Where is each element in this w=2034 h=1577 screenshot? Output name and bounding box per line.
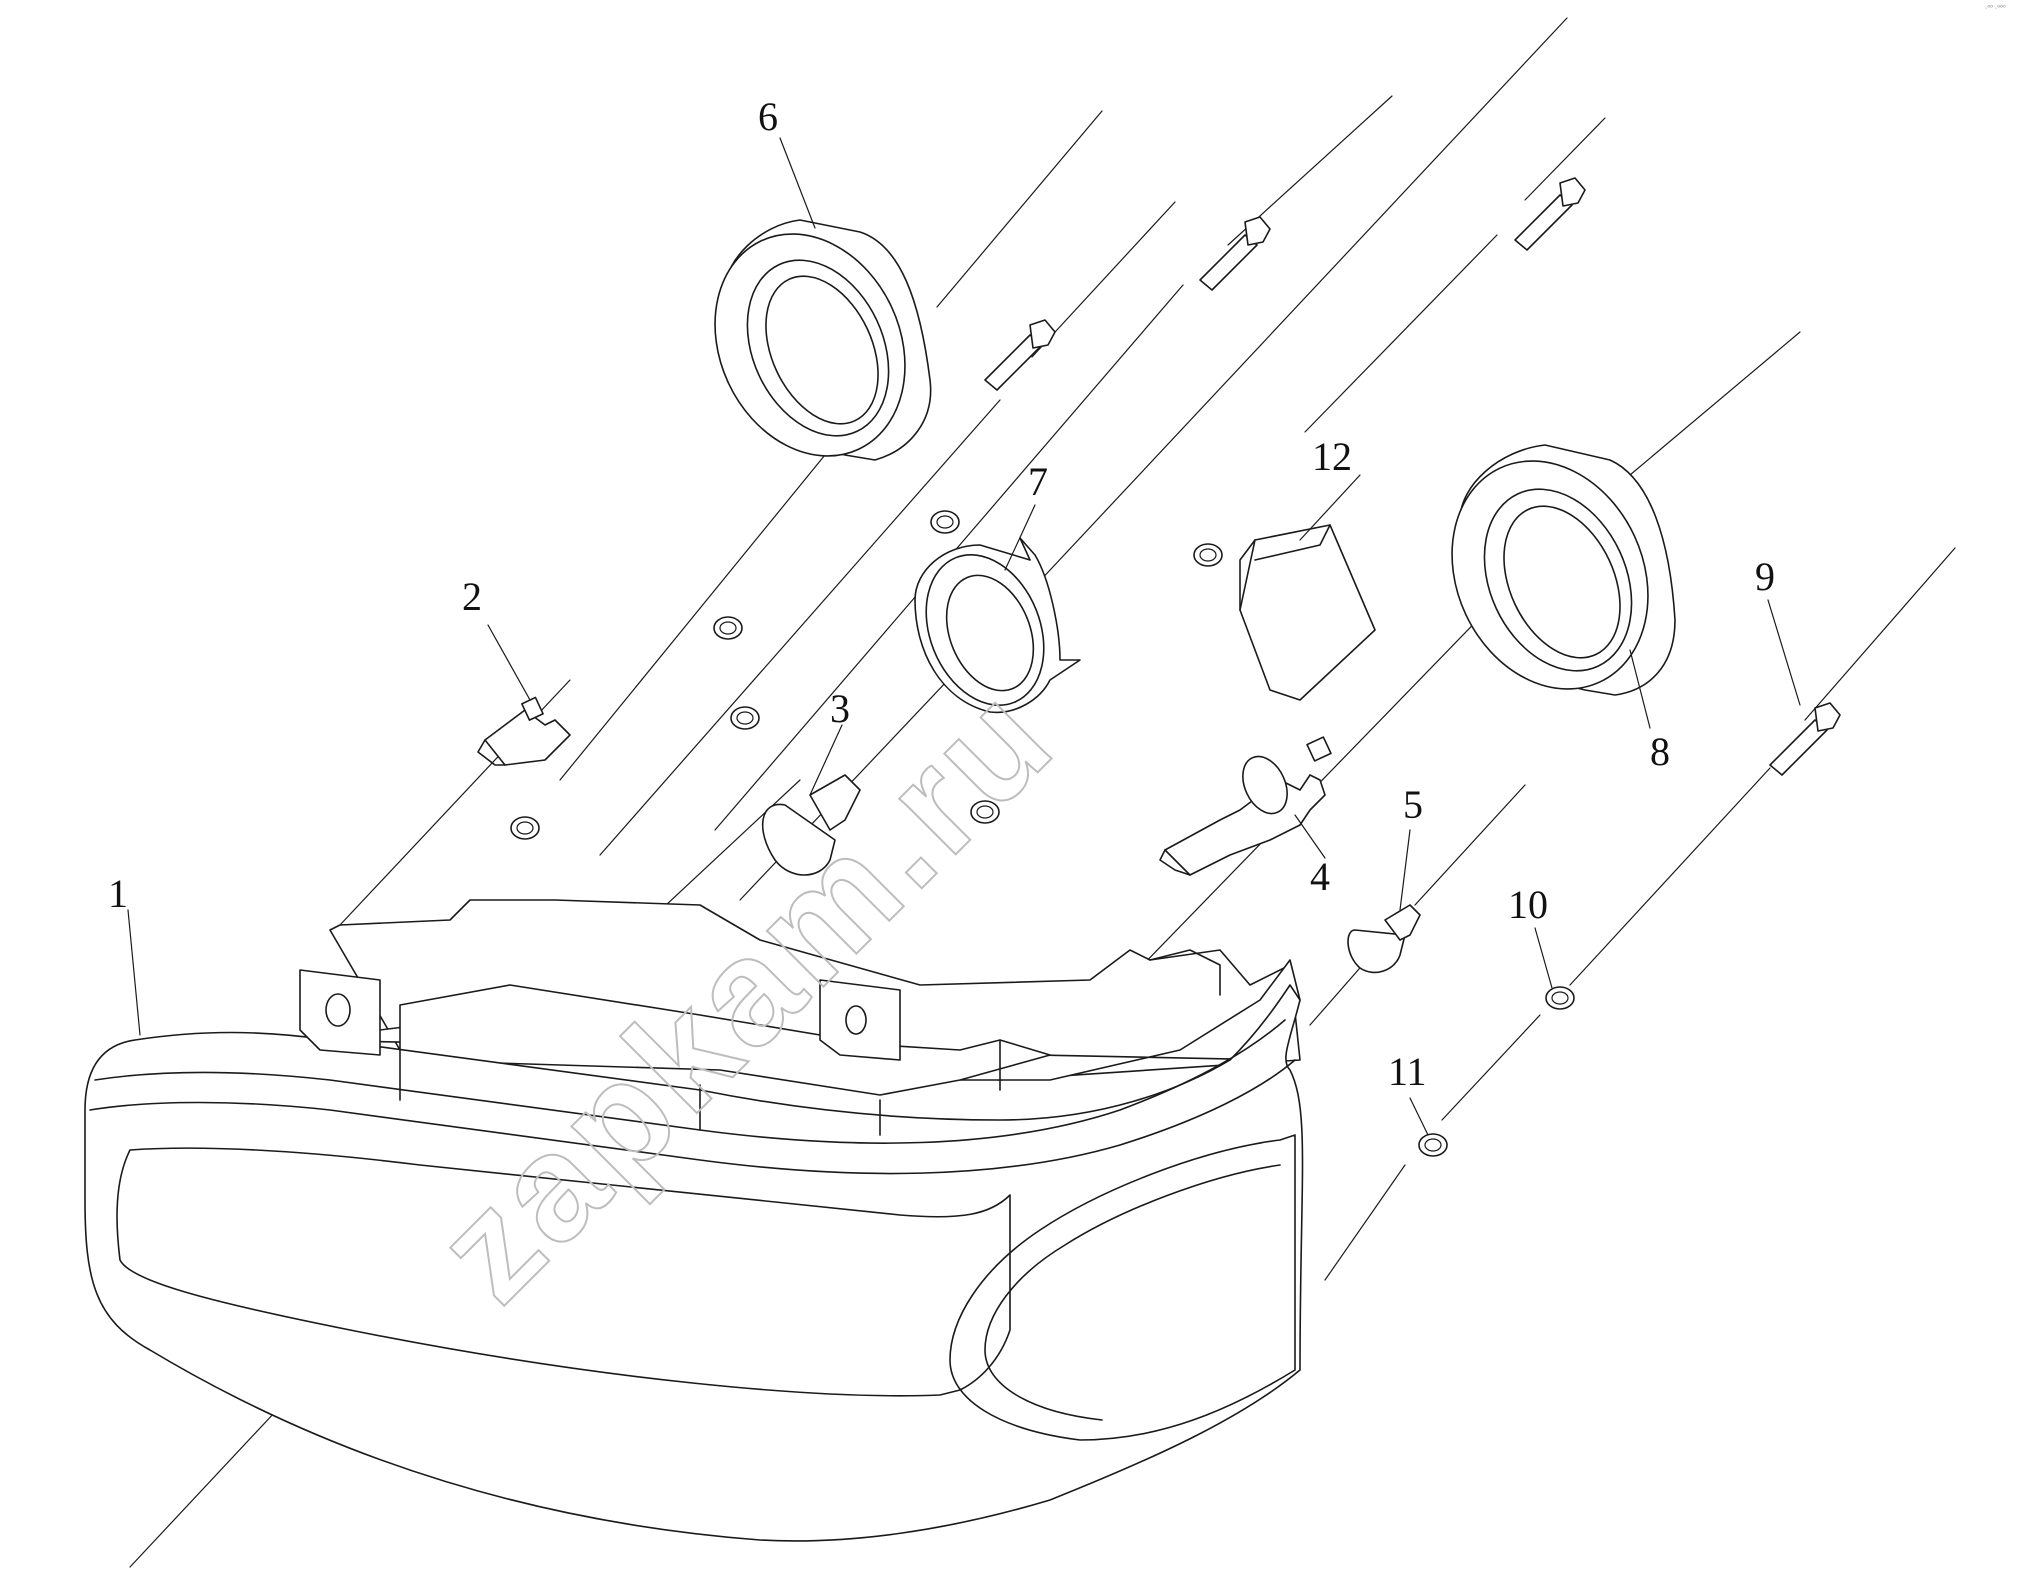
- callout-12: 12: [1312, 434, 1352, 479]
- callout-4: 4: [1310, 854, 1330, 899]
- leader-lines: [127, 137, 1801, 1136]
- bulb-4: [1159, 736, 1332, 876]
- bolts: [984, 177, 1841, 776]
- callout-7: 7: [1028, 459, 1048, 504]
- washers: [510, 510, 1575, 1157]
- callout-10: 10: [1508, 882, 1548, 927]
- bulb-3: [761, 774, 861, 876]
- callout-11: 11: [1388, 1049, 1427, 1094]
- bulb-5: [1347, 904, 1421, 974]
- callout-labels: 1 2 3 4 5 6 7 8 9 10 11 12: [108, 94, 1775, 1094]
- callout-1: 1: [108, 871, 128, 916]
- callout-5: 5: [1403, 782, 1423, 827]
- callout-6: 6: [758, 94, 778, 139]
- callout-8: 8: [1650, 729, 1670, 774]
- socket-ring-7: [914, 537, 1081, 714]
- retaining-ring-8: [1451, 444, 1676, 696]
- retaining-ring-6: [714, 219, 932, 461]
- bulb-2: [477, 696, 571, 766]
- callout-3: 3: [830, 686, 850, 731]
- callout-9: 9: [1755, 554, 1775, 599]
- headlamp-housing: [84, 899, 1304, 1542]
- bulb-block-12: [1239, 524, 1376, 701]
- callout-2: 2: [462, 574, 482, 619]
- corner-mark: ·⁰⁰ ·⁰⁰⁰: [1985, 4, 2006, 12]
